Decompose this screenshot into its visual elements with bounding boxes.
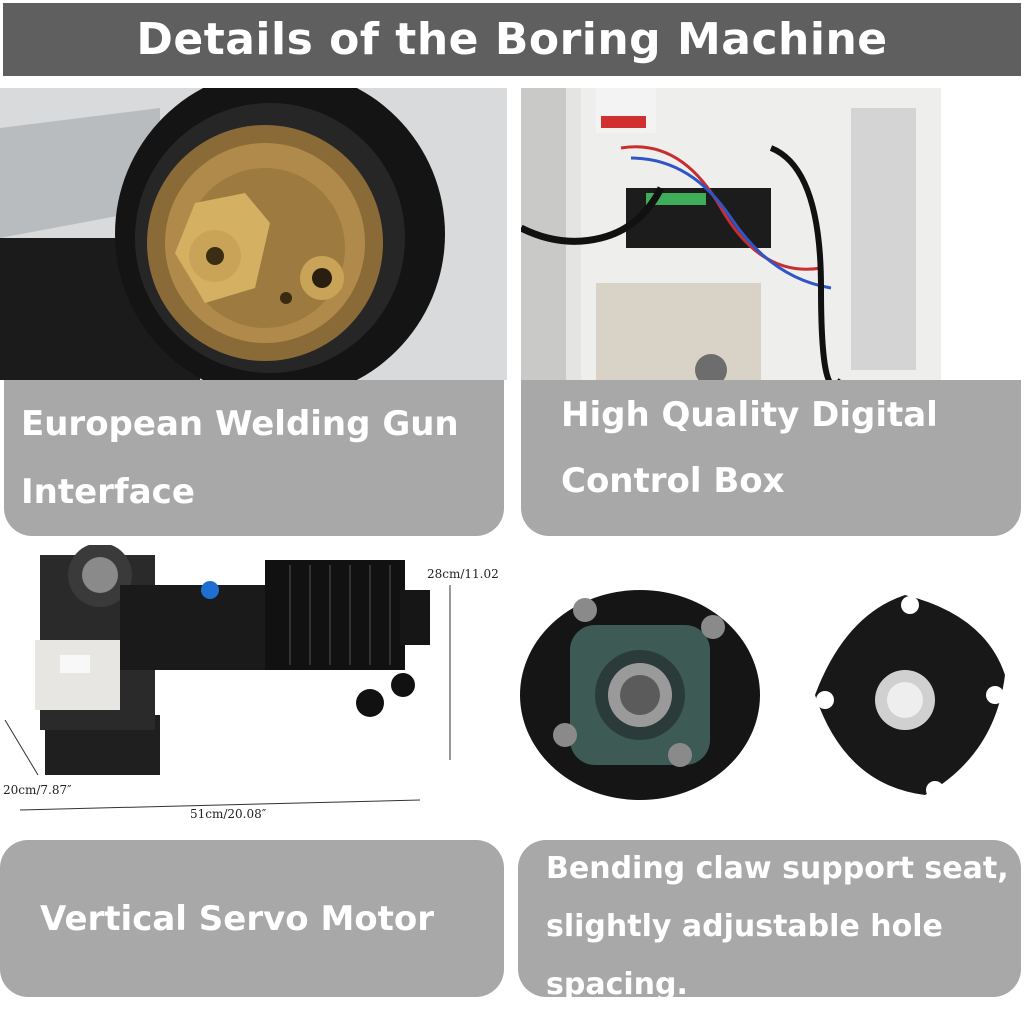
claw-support-seat-illustration bbox=[520, 590, 1005, 800]
welding-gun-interface-photo bbox=[0, 88, 507, 380]
control-box-photo bbox=[521, 88, 941, 380]
servo-motor-illustration bbox=[4, 545, 451, 811]
dimension-height: 28cm/11.02 bbox=[427, 567, 499, 581]
caption-line: Interface bbox=[21, 472, 195, 512]
welding-gun-illustration bbox=[0, 88, 507, 380]
caption-line: Vertical Servo Motor bbox=[40, 898, 435, 939]
page-title-bar: Details of the Boring Machine bbox=[3, 3, 1021, 76]
servo-motor-caption: Vertical Servo Motor bbox=[0, 840, 504, 997]
caption-line: High Quality Digital bbox=[561, 395, 938, 435]
claw-support-seat-photo bbox=[515, 545, 1024, 840]
dimension-depth: 20cm/7.87″ bbox=[3, 783, 72, 797]
page-title: Details of the Boring Machine bbox=[136, 14, 888, 65]
servo-motor-photo: 28cm/11.02 20cm/7.87″ 51cm/20.08″ bbox=[0, 545, 507, 840]
control-box-illustration bbox=[521, 88, 941, 380]
dimension-width: 51cm/20.08″ bbox=[190, 807, 267, 821]
control-box-caption: High Quality Digital Control Box bbox=[521, 380, 1021, 536]
caption-line: spacing. bbox=[546, 967, 688, 1002]
claw-support-seat-caption: Bending claw support seat, slightly adju… bbox=[518, 840, 1021, 1002]
caption-line: Bending claw support seat, bbox=[546, 851, 1009, 886]
caption-line: slightly adjustable hole bbox=[546, 909, 943, 944]
caption-line: European Welding Gun bbox=[21, 404, 459, 444]
caption-line: Control Box bbox=[561, 461, 785, 501]
welding-gun-caption: European Welding Gun Interface bbox=[4, 380, 504, 536]
